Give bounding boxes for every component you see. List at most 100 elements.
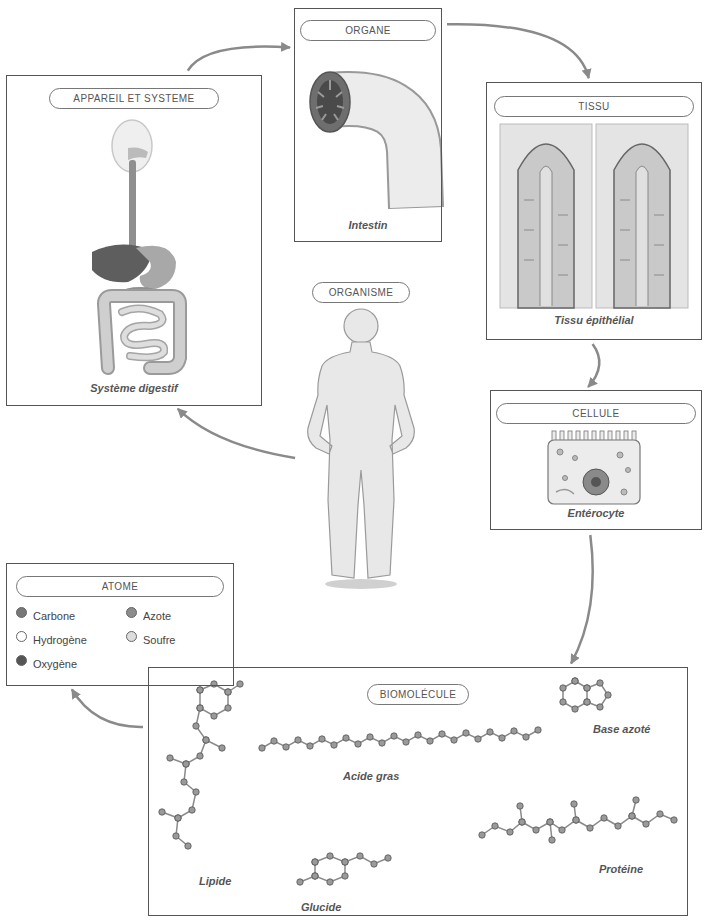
tissue-drawing-part (524, 200, 568, 275)
molecule-drawings-part (550, 822, 552, 840)
atom-swatch (126, 631, 137, 642)
tissue-drawing-part (500, 124, 592, 308)
text-holder: CELLULE (491, 403, 701, 424)
molecule-drawings-part (574, 804, 576, 820)
molecule-drawings-part (563, 681, 587, 709)
intestine-drawing-part (310, 72, 350, 132)
legend-item: Oxygène (16, 654, 77, 668)
molecule-drawings-part (300, 876, 315, 882)
molecule-drawings-part (520, 806, 522, 822)
tissue-drawing-part (614, 144, 670, 308)
atom-swatch (16, 607, 27, 618)
legend-item: Azote (126, 606, 171, 620)
molecule-drawings-part (315, 856, 345, 882)
molecule-drawings-part (482, 814, 674, 835)
text-holder: Système digestif (7, 378, 261, 396)
text-holder: Lipide (199, 871, 231, 889)
digestive-system-part (129, 160, 136, 250)
cell-drawing-part (621, 489, 627, 495)
text-holder: ATOME (7, 576, 233, 597)
text-holder: ORGANE (295, 20, 441, 41)
level-arrow (178, 409, 295, 458)
human-silhouette-part (308, 342, 415, 578)
molecule-caption: Glucide (301, 901, 341, 914)
molecule-drawings-part (170, 758, 186, 764)
molecule-drawings (162, 681, 674, 882)
cell-drawing-part (591, 477, 601, 487)
tissue-drawing-part (518, 144, 574, 308)
text-holder: APPAREIL ET SYSTEME (7, 88, 261, 109)
digestive-system-part (128, 148, 148, 161)
molecule-drawings-part (176, 708, 206, 846)
cell-drawing-part (573, 456, 578, 461)
intestine-drawing-part (316, 80, 344, 120)
level-arrow (588, 344, 599, 387)
cell-drawing-part (617, 452, 623, 458)
organism-node: ORGANISME (300, 282, 422, 592)
level-arrow (571, 535, 593, 664)
cell-drawing-part (548, 440, 640, 504)
level-caption: Système digestif (90, 382, 177, 395)
level-pill: APPAREIL ET SYSTEME (49, 88, 219, 109)
level-pill: ORGANISME (312, 282, 410, 303)
text-holder: Glucide (301, 897, 341, 915)
molecule-drawings-part (200, 684, 228, 716)
legend-text: Oxygène (33, 657, 77, 671)
level-arrow (72, 689, 143, 727)
intestine-drawing (310, 72, 416, 208)
level-caption: Intestin (348, 219, 387, 232)
level-pill: TISSU (494, 96, 694, 117)
molecule-drawings-part (632, 800, 636, 816)
atom-swatch (16, 655, 27, 666)
level-pill: ATOME (16, 576, 224, 597)
level-arrow (188, 47, 290, 71)
level-caption: Tissu épithélial (554, 314, 633, 327)
legend-text: Carbone (33, 609, 75, 623)
cell-drawing-part (563, 476, 568, 481)
level-arrow (447, 24, 589, 78)
level-pill: ORGANE (300, 20, 436, 41)
digestive-system (92, 120, 180, 368)
level-box: APPAREIL ET SYSTEME Système digestif (6, 75, 262, 406)
tissue-drawing-part (540, 166, 552, 306)
molecule-drawings-part (206, 740, 222, 748)
molecule-drawings-part (162, 812, 178, 818)
intestine-drawing-part (317, 80, 343, 124)
human-silhouette (308, 309, 415, 589)
molecule-caption: Base azoté (593, 723, 650, 736)
text-holder: Base azoté (593, 719, 650, 737)
level-box: ORGANE Intestin (294, 8, 442, 242)
level-box: CELLULE Entérocyte (490, 390, 702, 530)
level-box: BIOMOLÉCULE Base azotéAcide grasProtéineL… (148, 667, 688, 916)
text-holder: Entérocyte (491, 503, 701, 521)
text-holder: Tissu épithélial (487, 310, 701, 328)
text-holder: Protéine (599, 859, 643, 877)
human-silhouette-part (325, 579, 397, 589)
molecule-drawings-part (587, 683, 608, 707)
digestive-system-part (104, 296, 180, 368)
digestive-system-part (104, 296, 180, 368)
text-holder: TISSU (487, 96, 701, 117)
molecule-drawings-part (345, 856, 388, 864)
cell-drawing-part (556, 489, 574, 494)
molecule-drawings-part (262, 730, 538, 748)
cell-drawing-part (583, 469, 609, 495)
tissue-drawing-part (636, 166, 648, 306)
digestive-system-part (136, 246, 176, 290)
digestive-system-part (122, 308, 164, 357)
cell-drawing-part (626, 468, 631, 473)
atom-swatch (16, 631, 27, 642)
human-silhouette-part (344, 309, 378, 343)
cell-drawing (548, 431, 640, 504)
level-pill: BIOMOLÉCULE (367, 684, 470, 705)
text-holder: Acide gras (343, 766, 399, 784)
text-holder: ORGANISME (300, 282, 422, 303)
level-pill: CELLULE (496, 403, 696, 424)
legend-item: Soufre (126, 630, 175, 644)
legend-text: Hydrogène (33, 633, 87, 647)
text-holder: BIOMOLÉCULE (149, 684, 687, 705)
cell-drawing-part (557, 449, 563, 455)
legend-item: Hydrogène (16, 630, 87, 644)
legend-text: Azote (143, 609, 171, 623)
